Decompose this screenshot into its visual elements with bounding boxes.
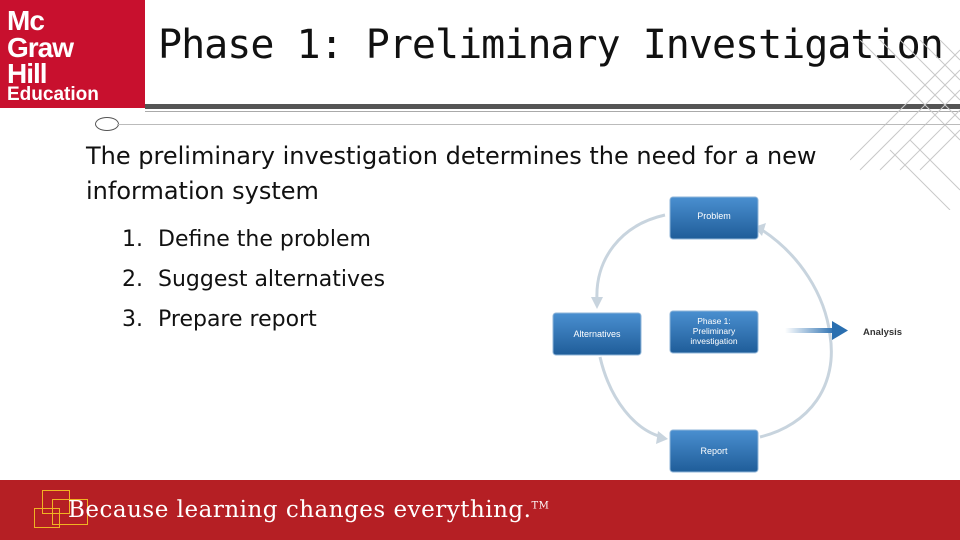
title-divider-thin xyxy=(145,111,960,112)
slide-title: Phase 1: Preliminary Investigation xyxy=(158,22,944,68)
decorative-line xyxy=(117,124,960,125)
footer-square-decoration xyxy=(52,499,88,525)
logo-line-1: Mc xyxy=(7,5,45,36)
report-label: Report xyxy=(700,446,728,456)
tagline-text: Because learning changes everything. xyxy=(68,497,532,523)
list-item-text: Define the problem xyxy=(158,227,371,252)
problem-label: Problem xyxy=(697,211,731,221)
report-box xyxy=(669,429,759,473)
analysis-arrow-shaft xyxy=(785,328,835,333)
problem-box xyxy=(669,196,759,240)
logo-line-3: Hill xyxy=(7,58,48,89)
list-item: 1. Define the problem xyxy=(122,220,385,260)
cycle-arrowhead-1 xyxy=(591,297,603,309)
steps-list: 1. Define the problem 2. Suggest alternati… xyxy=(122,220,385,340)
cycle-arrow-report-to-problem xyxy=(759,228,833,439)
decorative-lattice-graphic xyxy=(850,40,960,210)
list-item-number: 2. xyxy=(122,267,143,292)
logo-line-4: Education xyxy=(7,84,99,105)
footer-square-decoration xyxy=(42,490,70,514)
cycle-arrowhead-2 xyxy=(656,431,668,444)
phase1-label-line1: Phase 1: xyxy=(697,316,731,326)
phase1-label-line3: investigation xyxy=(690,336,738,346)
list-item: 3. Prepare report xyxy=(122,300,385,340)
list-item-number: 1. xyxy=(122,227,143,252)
logo-line-2: Graw xyxy=(7,32,74,63)
list-item-text: Prepare report xyxy=(158,307,317,332)
trademark-symbol: TM xyxy=(531,500,550,512)
alternatives-box xyxy=(552,312,642,356)
list-item-number: 3. xyxy=(122,307,143,332)
intro-text: The preliminary investigation determines… xyxy=(86,142,817,205)
mcgraw-hill-logo: Mc Graw Hill Education xyxy=(0,0,145,108)
list-item-text: Suggest alternatives xyxy=(158,267,386,292)
phase1-label-line2: Preliminary xyxy=(693,326,736,336)
footer-bar xyxy=(0,480,960,540)
analysis-label: Analysis xyxy=(863,327,902,338)
phase-cycle-diagram: Problem Alternatives Phase 1: Preliminar… xyxy=(552,196,902,473)
analysis-arrow-head xyxy=(832,321,848,340)
cycle-arrow-alternatives-to-report xyxy=(598,356,663,439)
footer-tagline: Because learning changes everything.TM xyxy=(68,497,549,523)
decorative-oval xyxy=(95,117,119,131)
footer-square-decoration xyxy=(34,508,60,528)
title-divider xyxy=(145,104,960,109)
list-item: 2. Suggest alternatives xyxy=(122,260,385,300)
cycle-arrow-problem-to-alternatives xyxy=(595,213,666,301)
alternatives-label: Alternatives xyxy=(573,329,621,339)
phase1-box xyxy=(669,310,759,354)
